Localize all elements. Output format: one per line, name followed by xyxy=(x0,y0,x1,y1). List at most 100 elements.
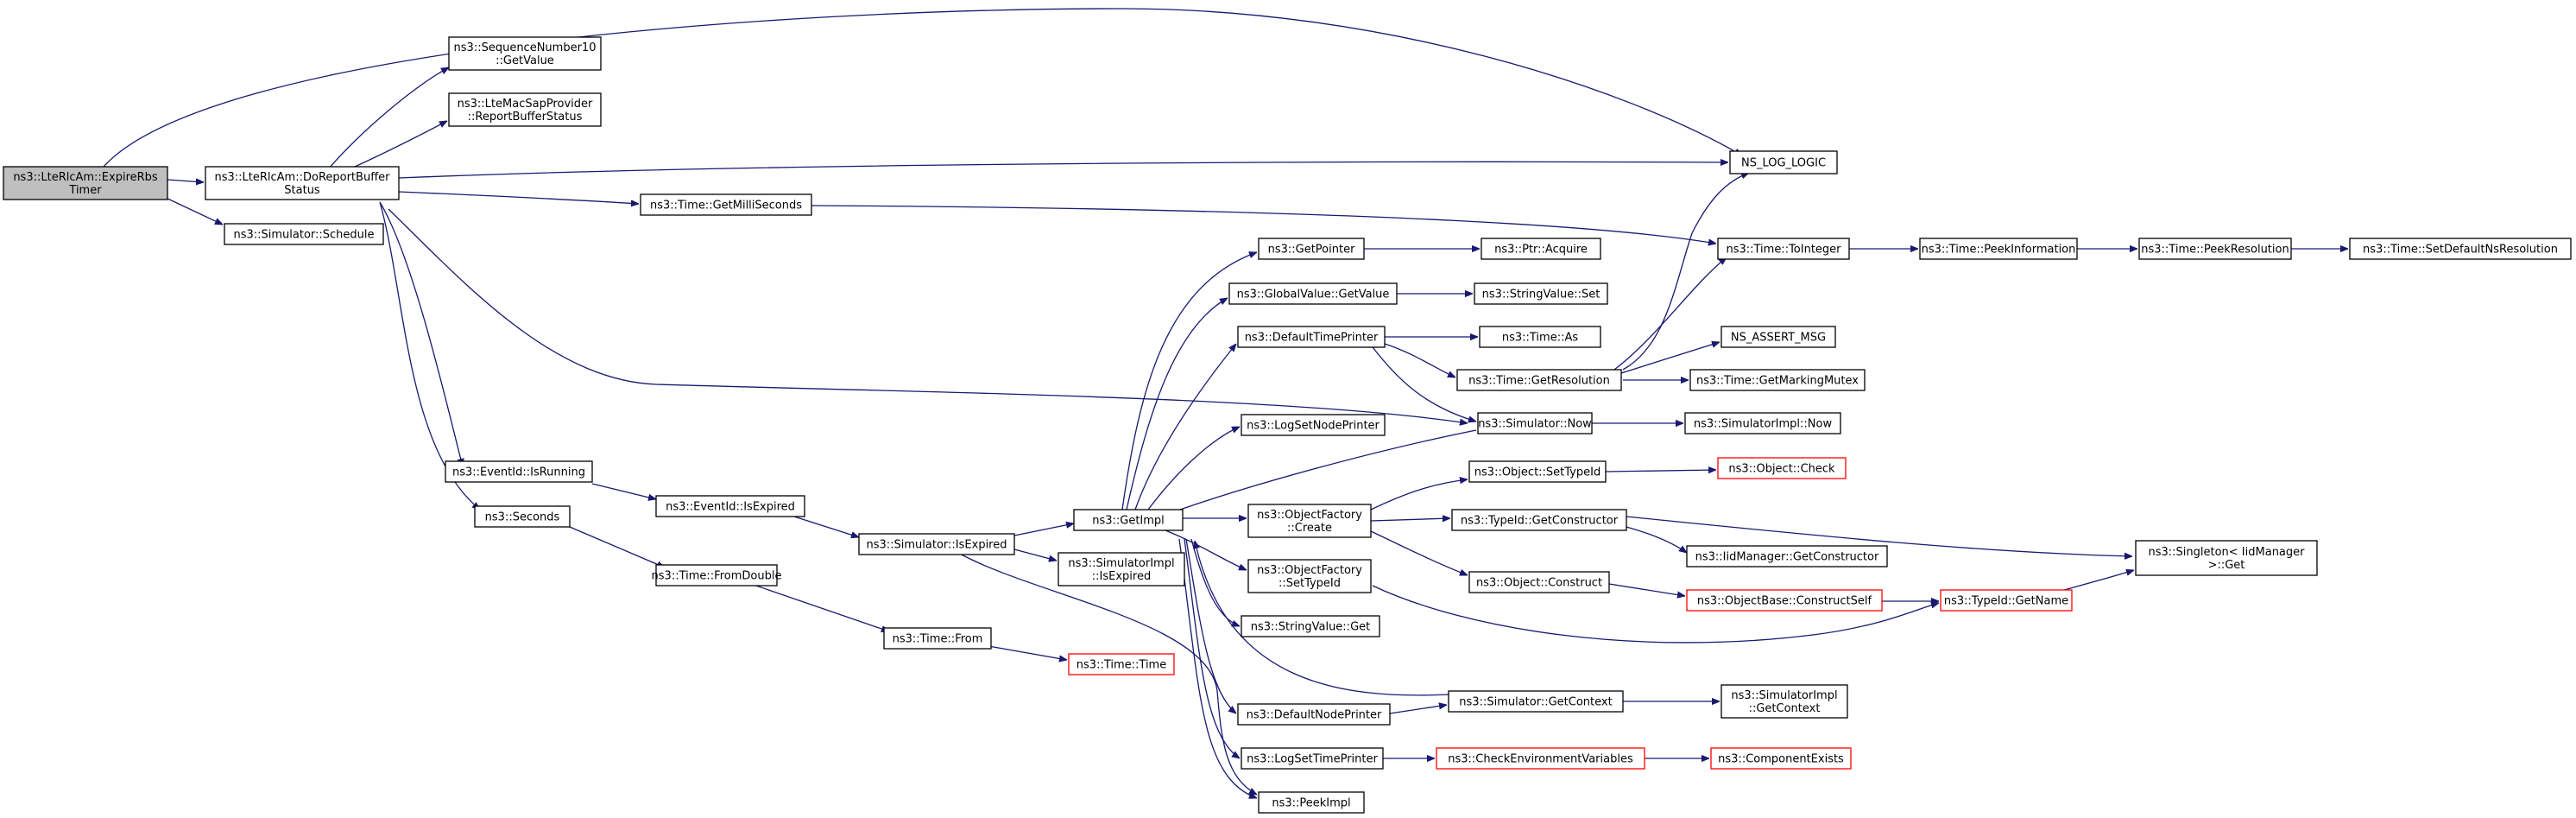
node-time-time[interactable]: ns3::Time::Time xyxy=(1068,653,1175,675)
node-iidmanager-getconstructor[interactable]: ns3::IidManager::GetConstructor xyxy=(1686,545,1888,568)
node-simulator-isexpired[interactable]: ns3::Simulator::IsExpired xyxy=(858,533,1015,555)
node-label: NS_LOG_LOGIC xyxy=(1741,157,1826,170)
edge-objectfactory-create-to-getconstructor xyxy=(1370,518,1450,521)
node-objectbase-constructself[interactable]: ns3::ObjectBase::ConstructSelf xyxy=(1686,589,1883,612)
node-label: ::GetValue xyxy=(496,54,554,67)
node-label: Timer xyxy=(68,184,102,197)
node-box xyxy=(1241,615,1380,637)
edge-expirerbs-to-schedule xyxy=(163,196,223,225)
node-box xyxy=(1477,412,1593,434)
node-simulatorimpl-now[interactable]: ns3::SimulatorImpl::Now xyxy=(1684,412,1841,434)
node-globalvalue-getvalue[interactable]: ns3::GlobalValue::GetValue xyxy=(1228,282,1398,305)
node-objectfactory-create[interactable]: ns3::ObjectFactory::Create xyxy=(1247,504,1372,538)
node-box xyxy=(1247,559,1372,593)
node-object-check[interactable]: ns3::Object::Check xyxy=(1717,457,1847,479)
node-time-tointeger[interactable]: ns3::Time::ToInteger xyxy=(1717,238,1850,260)
edge-defaulttimeprinter-to-getresolution xyxy=(1384,343,1455,378)
node-eventid-isrunning[interactable]: ns3::EventId::IsRunning xyxy=(445,460,593,483)
node-componentexists[interactable]: ns3::ComponentExists xyxy=(1710,747,1852,770)
node-time-fromdouble[interactable]: ns3::Time::FromDouble xyxy=(652,564,782,587)
edge-object-construct-to-constructself xyxy=(1608,583,1685,596)
edge-doreportbuffer-to-isrunning xyxy=(379,201,463,466)
node-stringvalue-set[interactable]: ns3::StringValue::Set xyxy=(1474,282,1608,305)
node-time-peekinformation[interactable]: ns3::Time::PeekInformation xyxy=(1919,238,2078,260)
node-label: ns3::Time::FromDouble xyxy=(652,570,782,583)
node-typeid-getname[interactable]: ns3::TypeId::GetName xyxy=(1940,589,2073,612)
node-time-getmilliseconds[interactable]: ns3::Time::GetMilliSeconds xyxy=(640,193,812,216)
node-time-getmarkingmutex[interactable]: ns3::Time::GetMarkingMutex xyxy=(1689,369,1866,391)
node-peekimpl[interactable]: ns3::PeekImpl xyxy=(1258,791,1365,814)
node-label: ns3::Time::GetResolution xyxy=(1468,375,1610,388)
node-checkenvironmentvariables[interactable]: ns3::CheckEnvironmentVariables xyxy=(1436,747,1645,770)
edge-objectfactory-settypeid-to-typeid-getname xyxy=(1372,585,1939,644)
node-object-construct[interactable]: ns3::Object::Construct xyxy=(1468,571,1610,593)
node-ltemacsapprovider-reportbufferstatus[interactable]: ns3::LteMacSapProvider::ReportBufferStat… xyxy=(448,92,602,127)
node-box xyxy=(448,92,602,127)
node-box xyxy=(1717,238,1850,260)
edge-defaulttimeprinter-to-simulator-now xyxy=(1372,346,1476,422)
node-ns-assert-msg[interactable]: NS_ASSERT_MSG xyxy=(1720,326,1836,348)
node-box xyxy=(1228,282,1398,305)
node-box xyxy=(1073,509,1184,531)
node-eventid-isexpired[interactable]: ns3::EventId::IsExpired xyxy=(655,495,805,517)
edge-getresolution-to-ns-log-logic xyxy=(1622,172,1749,371)
node-label: ns3::TypeId::GetName xyxy=(1944,595,2068,608)
edge-getresolution-to-tointeger xyxy=(1613,257,1727,371)
node-label: ns3::Time::PeekResolution xyxy=(2141,244,2289,257)
node-box xyxy=(1448,690,1624,713)
node-singleton-iidmanager-get[interactable]: ns3::Singleton< IidManager >::Get xyxy=(2135,540,2318,576)
node-getimpl[interactable]: ns3::GetImpl xyxy=(1073,509,1184,531)
node-stringvalue-get[interactable]: ns3::StringValue::Get xyxy=(1241,615,1380,637)
node-label: ns3::StringValue::Set xyxy=(1482,289,1601,301)
edge-getimpl-to-objectfactory-settypeid xyxy=(1165,529,1247,571)
node-logsettimeprinter[interactable]: ns3::LogSetTimePrinter xyxy=(1241,747,1384,770)
node-time-as[interactable]: ns3::Time::As xyxy=(1479,326,1601,348)
node-box xyxy=(883,627,992,650)
node-label: ns3::Time::Time xyxy=(1076,659,1166,672)
node-simulatorimpl-getcontext[interactable]: ns3::SimulatorImpl::GetContext xyxy=(1720,684,1848,719)
node-label: ns3::Simulator::Schedule xyxy=(233,229,374,242)
edge-doreportbuffer-to-getvalue xyxy=(327,67,449,170)
node-label: ns3::Ptr::Acquire xyxy=(1494,244,1588,257)
node-label: ns3::Singleton< IidManager xyxy=(2148,546,2305,559)
node-simulatorimpl-isexpired[interactable]: ns3::SimulatorImpl::IsExpired xyxy=(1058,552,1185,587)
edge-getimpl-to-stringvalue-get xyxy=(1190,538,1240,627)
node-label: ns3::LteRlcAm::DoReportBuffer xyxy=(214,171,390,184)
edge-expirerbs-to-ns-log-logic xyxy=(103,8,1742,168)
node-time-setdefaultnsresolution[interactable]: ns3::Time::SetDefaultNsResolution xyxy=(2349,238,2572,260)
node-simulator-schedule[interactable]: ns3::Simulator::Schedule xyxy=(224,223,384,245)
node-label: ::Create xyxy=(1287,522,1332,535)
node-object-settypeid[interactable]: ns3::Object::SetTypeId xyxy=(1468,460,1607,483)
node-ns-log-logic[interactable]: NS_LOG_LOGIC xyxy=(1729,150,1838,174)
node-getpointer[interactable]: ns3::GetPointer xyxy=(1258,238,1365,260)
node-logsetnodeprinter[interactable]: ns3::LogSetNodePrinter xyxy=(1241,414,1386,436)
node-seconds[interactable]: ns3::Seconds xyxy=(474,505,571,528)
node-time-peekresolution[interactable]: ns3::Time::PeekResolution xyxy=(2138,238,2292,260)
edge-getimpl-to-defaultnodeprinter xyxy=(1185,538,1236,713)
node-box xyxy=(1919,238,2078,260)
node-box xyxy=(1684,412,1841,434)
node-defaulttimeprinter[interactable]: ns3::DefaultTimePrinter xyxy=(1237,326,1386,348)
node-box xyxy=(1720,326,1836,348)
node-time-from[interactable]: ns3::Time::From xyxy=(883,627,992,650)
node-objectfactory-settypeid[interactable]: ns3::ObjectFactory::SetTypeId xyxy=(1247,559,1372,593)
node-sequencenumber10-getvalue[interactable]: ns3::SequenceNumber10::GetValue xyxy=(448,36,602,71)
node-label: ns3::ObjectFactory xyxy=(1257,509,1362,522)
node-box xyxy=(655,564,778,587)
node-box xyxy=(1241,414,1386,436)
node-box xyxy=(1689,369,1866,391)
node-simulator-now[interactable]: ns3::Simulator::Now xyxy=(1477,412,1593,434)
node-label: NS_ASSERT_MSG xyxy=(1731,332,1826,345)
node-time-getresolution[interactable]: ns3::Time::GetResolution xyxy=(1456,369,1622,391)
node-simulator-getcontext[interactable]: ns3::Simulator::GetContext xyxy=(1448,690,1624,713)
node-typeid-getconstructor[interactable]: ns3::TypeId::GetConstructor xyxy=(1451,509,1627,531)
edge-getimpl-to-getpointer xyxy=(1121,252,1257,510)
node-label: >::Get xyxy=(2208,559,2245,572)
node-defaultnodeprinter[interactable]: ns3::DefaultNodePrinter xyxy=(1237,703,1391,726)
node-label: ::IsExpired xyxy=(1092,570,1151,583)
node-ptr-acquire[interactable]: ns3::Ptr::Acquire xyxy=(1481,238,1601,260)
node-box xyxy=(1451,509,1627,531)
